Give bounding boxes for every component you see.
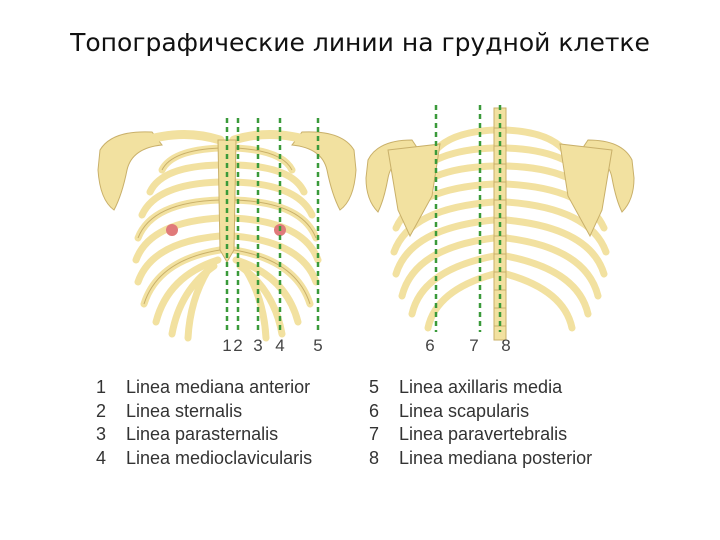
back-left-shoulder (365, 139, 421, 213)
legend-text: Linea mediana posterior (399, 447, 593, 468)
legend-text: Linea medioclavicularis (126, 447, 313, 468)
legend-item: 5 Linea axillaris media (369, 376, 592, 400)
front-ribs-edge (137, 147, 317, 305)
legend-text: Linea scapularis (399, 400, 530, 421)
back-view (365, 105, 635, 341)
legend-left: 1 Linea mediana anterior 2 Linea sternal… (96, 376, 312, 470)
left-clavicle (135, 130, 225, 147)
label-7: 7 (469, 336, 478, 355)
nipple-marker-right (166, 224, 178, 236)
slide-title: Топографические линии на грудной клетке (70, 28, 650, 57)
left-scapula (387, 143, 441, 238)
legend-number: 1 (96, 377, 107, 397)
legend-item: 2 Linea sternalis (96, 400, 312, 424)
label-2: 2 (233, 336, 242, 355)
legend-number: 8 (369, 447, 380, 468)
right-clavicle (229, 130, 319, 147)
legend-number: 4 (96, 447, 107, 468)
right-scapula (559, 143, 613, 238)
legend-number: 2 (96, 400, 107, 421)
legend-number: 3 (96, 424, 107, 444)
label-4: 4 (275, 336, 284, 355)
legend-item: 1 Linea mediana anterior (96, 376, 312, 400)
legend-text: Linea parasternalis (126, 424, 279, 444)
legend-item: 8 Linea mediana posterior (369, 447, 592, 471)
legend-right: 5 Linea axillaris media 6 Linea scapular… (369, 376, 592, 470)
legend-number: 5 (369, 377, 380, 397)
legend-number: 7 (369, 424, 380, 444)
legend-item: 6 Linea scapularis (369, 400, 592, 424)
front-view (97, 118, 357, 342)
rib-cage-figure: 1 2 3 4 5 6 7 8 (97, 105, 635, 355)
right-shoulder (291, 131, 357, 211)
back-right-shoulder (579, 139, 635, 213)
label-6: 6 (425, 336, 434, 355)
legend-item: 7 Linea paravertebralis (369, 423, 592, 447)
label-1: 1 (222, 336, 231, 355)
legend-text: Linea sternalis (126, 400, 243, 421)
legend-number: 6 (369, 400, 380, 421)
label-5: 5 (313, 336, 322, 355)
legend-item: 3 Linea parasternalis (96, 423, 312, 447)
label-8: 8 (501, 336, 510, 355)
legend-text: Linea paravertebralis (399, 424, 568, 444)
back-lines (434, 105, 502, 332)
left-shoulder (97, 131, 163, 211)
legend-text: Linea axillaris media (399, 377, 563, 397)
legend-text: Linea mediana anterior (126, 377, 311, 397)
label-3: 3 (253, 336, 262, 355)
legend-item: 4 Linea medioclavicularis (96, 447, 312, 471)
